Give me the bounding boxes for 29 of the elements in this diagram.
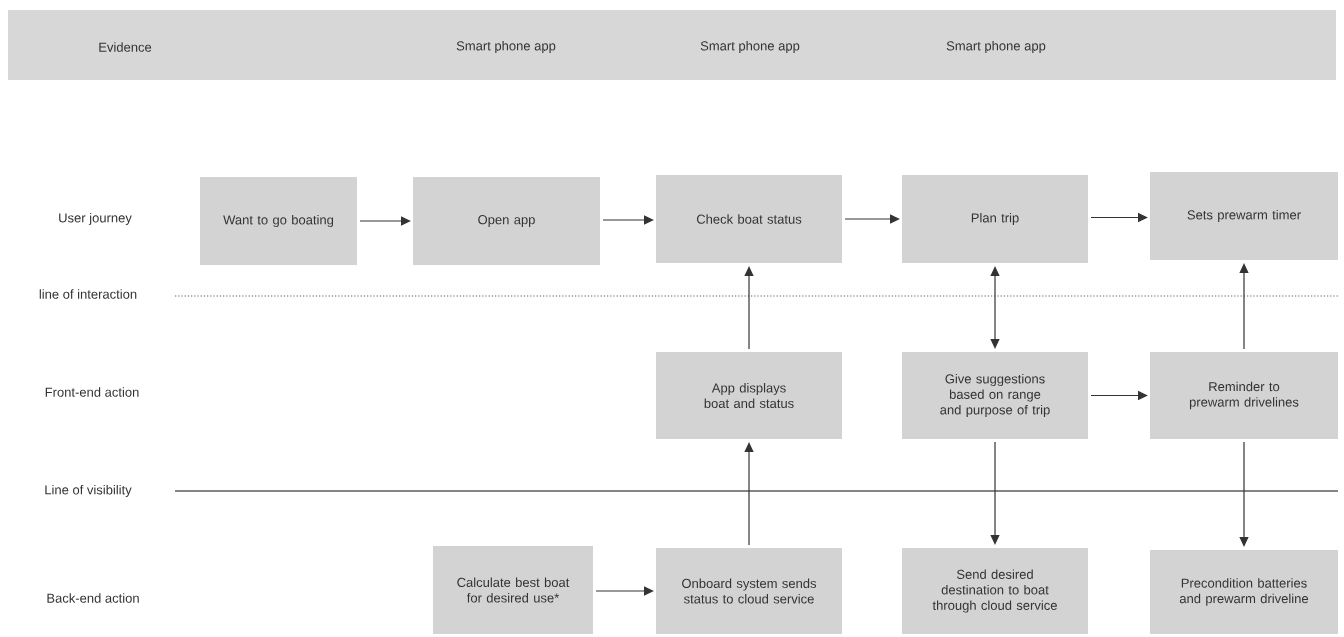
process-box: Reminder to prewarm drivelines — [1150, 352, 1338, 439]
arrow — [602, 215, 654, 225]
column-heading: Smart phone app — [456, 40, 556, 54]
process-box: Check boat status — [656, 175, 842, 263]
process-box: Onboard system sends status to cloud service — [656, 548, 842, 634]
lane-label: Back-end action — [45, 592, 141, 604]
arrow — [990, 266, 1000, 349]
arrow — [744, 266, 754, 350]
process-box: App displays boat and status — [656, 352, 842, 439]
process-box: Give suggestions based on range and purpose of trip — [902, 352, 1088, 439]
process-box: Open app — [413, 177, 600, 265]
arrow — [1239, 441, 1249, 547]
process-box: Precondition batteries and prewarm driveline — [1150, 550, 1338, 634]
process-box: Want to go boating — [200, 177, 357, 265]
arrow — [1239, 263, 1249, 350]
arrow — [990, 441, 1000, 545]
process-box: Send desired destination to boat through cloud service — [902, 548, 1088, 634]
column-heading: Smart phone app — [946, 40, 1046, 54]
arrow — [359, 216, 411, 226]
process-box: Plan trip — [902, 175, 1088, 263]
process-box: Calculate best boat for desired use* — [433, 546, 593, 634]
lane-label: line of interaction — [37, 288, 139, 300]
process-box: Sets prewarm timer — [1150, 172, 1338, 260]
lane-label: Front-end action — [43, 386, 141, 398]
arrow — [595, 586, 654, 596]
column-heading: Evidence — [99, 42, 152, 52]
column-heading: Smart phone app — [700, 40, 800, 54]
arrow — [844, 214, 900, 224]
arrow — [744, 442, 754, 546]
